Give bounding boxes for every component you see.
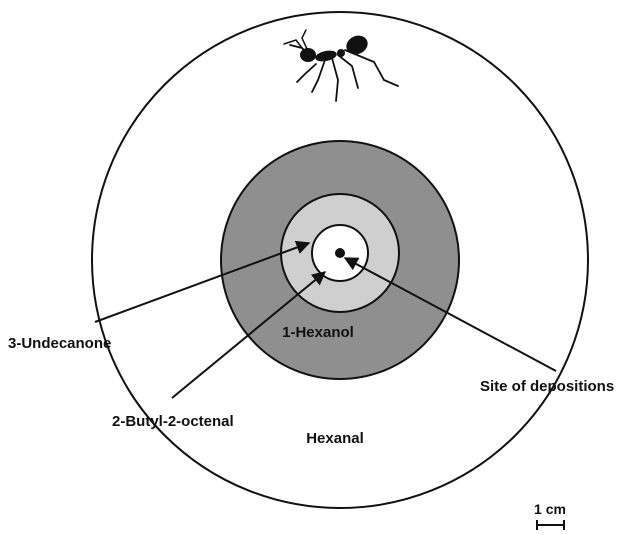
undecanone-label: 3-Undecanone <box>8 335 111 352</box>
scale-bar-label: 1 cm <box>534 501 566 517</box>
hexanal-label: Hexanal <box>306 430 364 447</box>
butyl-octenal-label: 2-Butyl-2-octenal <box>112 413 234 430</box>
hexanol-label: 1-Hexanol <box>282 324 354 341</box>
scale-bar <box>537 520 564 530</box>
deposition-label: Site of depositions <box>480 378 614 395</box>
deposition-dot <box>335 248 345 258</box>
